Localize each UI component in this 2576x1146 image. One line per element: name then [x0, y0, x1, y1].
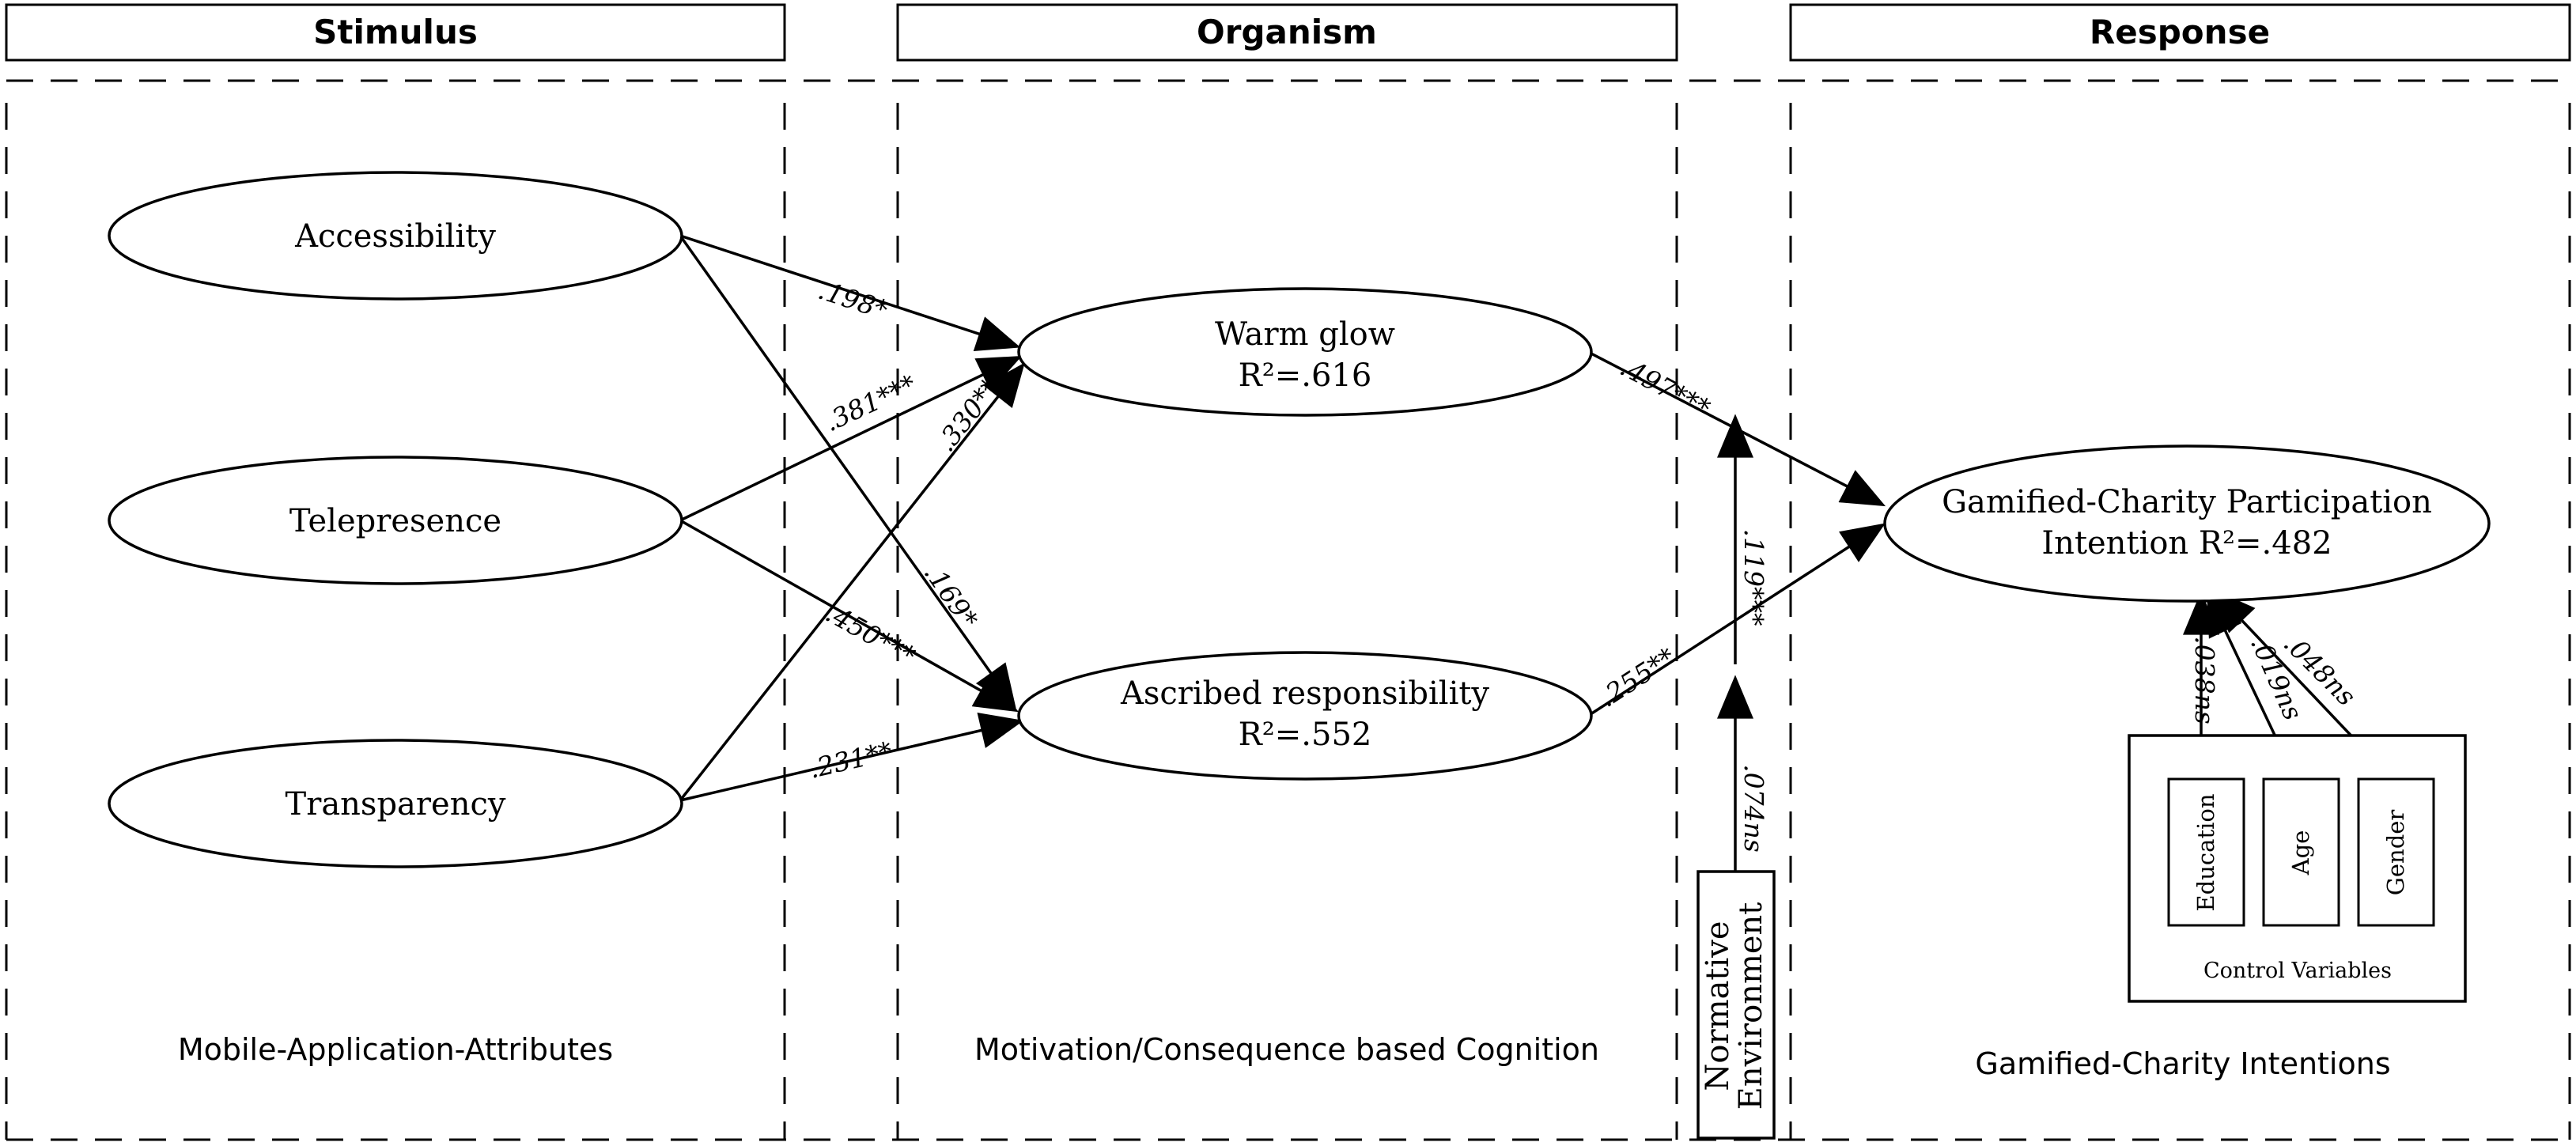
gender-box	[2357, 777, 2435, 927]
age-box	[2262, 777, 2340, 927]
participation-intention-construct: Gamified-Charity Participation Intention…	[1883, 444, 2491, 603]
path-accessibility-warm-glow	[679, 234, 1021, 352]
stimulus-footer: Mobile-Application-Attributes	[178, 1032, 613, 1067]
normative-environment-line2: Environment	[1733, 902, 1769, 1110]
path-accessibility-ascribed	[679, 234, 1016, 709]
telepresence-construct: Telepresence	[108, 456, 683, 585]
education-label: Education	[2192, 793, 2219, 911]
coef-accessibility-ascribed: .169*	[918, 558, 985, 634]
ascribed-responsibility-r2: R²=.552	[1239, 717, 1372, 753]
control-variables-box: Education Age Gender Control Variables	[2128, 734, 2467, 1003]
stimulus-header-label: Stimulus	[313, 13, 478, 51]
coef-telepresence-ascribed: .450***	[820, 597, 920, 671]
age-label: Age	[2287, 830, 2314, 876]
coef-accessibility-warm-glow: .198*	[815, 274, 892, 326]
gender-label: Gender	[2382, 810, 2409, 896]
response-footer: Gamified-Charity Intentions	[1975, 1046, 2390, 1081]
section-boundaries	[5, 79, 2571, 1141]
response-header-label: Response	[2090, 13, 2270, 51]
stimulus-header: Stimulus	[5, 3, 786, 62]
coef-environment: .074ns	[1738, 764, 1769, 853]
coef-moderation: .119***	[1738, 529, 1769, 626]
warm-glow-construct: Warm glow R²=.616	[1017, 287, 1593, 417]
coef-transparency-warm-glow: .330***	[930, 361, 1014, 457]
participation-intention-label: Gamified-Charity Participation	[1942, 484, 2432, 520]
path-transparency-warm-glow	[679, 362, 1025, 802]
response-header: Response	[1789, 3, 2571, 62]
telepresence-label: Telepresence	[289, 503, 501, 539]
coef-transparency-ascribed: .231**	[806, 736, 895, 785]
organism-header-label: Organism	[1197, 13, 1377, 51]
organism-header: Organism	[896, 3, 1678, 62]
participation-intention-r2: Intention R²=.482	[2041, 525, 2332, 562]
coef-ascribed-outcome: .255**	[1593, 641, 1681, 713]
transparency-label: Transparency	[286, 786, 506, 823]
ascribed-responsibility-label: Ascribed responsibility	[1120, 675, 1489, 712]
path-lines	[679, 234, 2390, 872]
path-transparency-ascribed	[679, 713, 1024, 802]
education-box	[2167, 777, 2245, 927]
warm-glow-label: Warm glow	[1215, 316, 1395, 353]
ascribed-responsibility-construct: Ascribed responsibility R²=.552	[1017, 651, 1593, 781]
warm-glow-r2: R²=.616	[1239, 357, 1372, 394]
coef-warm-glow-outcome: .497***	[1615, 351, 1715, 424]
normative-environment-line1: Normative	[1700, 921, 1736, 1091]
control-variables-title: Control Variables	[2203, 959, 2392, 983]
coef-education: .038ns	[2189, 636, 2220, 724]
accessibility-construct: Accessibility	[108, 171, 683, 301]
organism-footer: Motivation/Consequence based Cognition	[974, 1032, 1599, 1067]
coef-telepresence-warm-glow: .381***	[819, 369, 921, 437]
accessibility-label: Accessibility	[294, 218, 496, 255]
path-telepresence-ascribed	[679, 519, 1019, 713]
path-telepresence-warm-glow	[679, 356, 1023, 522]
normative-environment-box: Normative Environment	[1697, 870, 1776, 1140]
transparency-construct: Transparency	[108, 739, 683, 868]
